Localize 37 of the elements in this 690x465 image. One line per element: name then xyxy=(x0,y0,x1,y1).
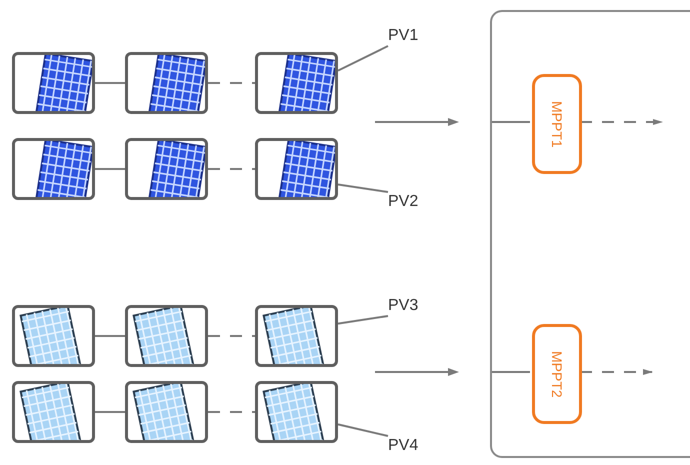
solar-panel-drawing xyxy=(255,305,338,367)
solar-panel-drawing xyxy=(255,52,338,114)
solar-panel-drawing xyxy=(12,52,95,114)
solar-panel-drawing xyxy=(255,138,338,200)
solar-panel-drawing xyxy=(125,381,208,443)
arrow xyxy=(580,369,653,375)
string-label: PV1 xyxy=(388,26,434,46)
string-label: PV3 xyxy=(388,296,434,316)
leader-line xyxy=(338,184,388,193)
solar-panel-drawing xyxy=(12,305,95,367)
solar-panel-drawing xyxy=(125,305,208,367)
mppt-label: MPPT1 xyxy=(550,100,564,148)
solar-panel-drawing xyxy=(125,138,208,200)
arrow xyxy=(580,119,663,125)
leader-line xyxy=(338,315,388,325)
connector-line xyxy=(95,411,125,413)
connector-line xyxy=(208,411,255,413)
solar-panel-drawing xyxy=(255,381,338,443)
connector-line xyxy=(95,335,125,337)
connector-line xyxy=(95,168,125,170)
solar-panel-drawing xyxy=(125,52,208,114)
connector-line xyxy=(208,168,255,170)
mppt-label: MPPT2 xyxy=(550,350,564,398)
solar-panel-drawing xyxy=(12,381,95,443)
connector-line xyxy=(208,335,255,337)
inverter-box xyxy=(490,10,690,458)
leader-line xyxy=(338,423,388,437)
connector-line xyxy=(490,121,530,123)
string-label: PV2 xyxy=(388,192,434,212)
leader-line xyxy=(338,45,388,72)
mppt-box xyxy=(532,74,582,174)
mppt-box xyxy=(532,324,582,424)
string-label: PV4 xyxy=(388,436,434,456)
connector-line xyxy=(208,82,255,84)
connector-line xyxy=(95,82,125,84)
connector-line xyxy=(490,370,530,373)
solar-panel-drawing xyxy=(12,138,95,200)
